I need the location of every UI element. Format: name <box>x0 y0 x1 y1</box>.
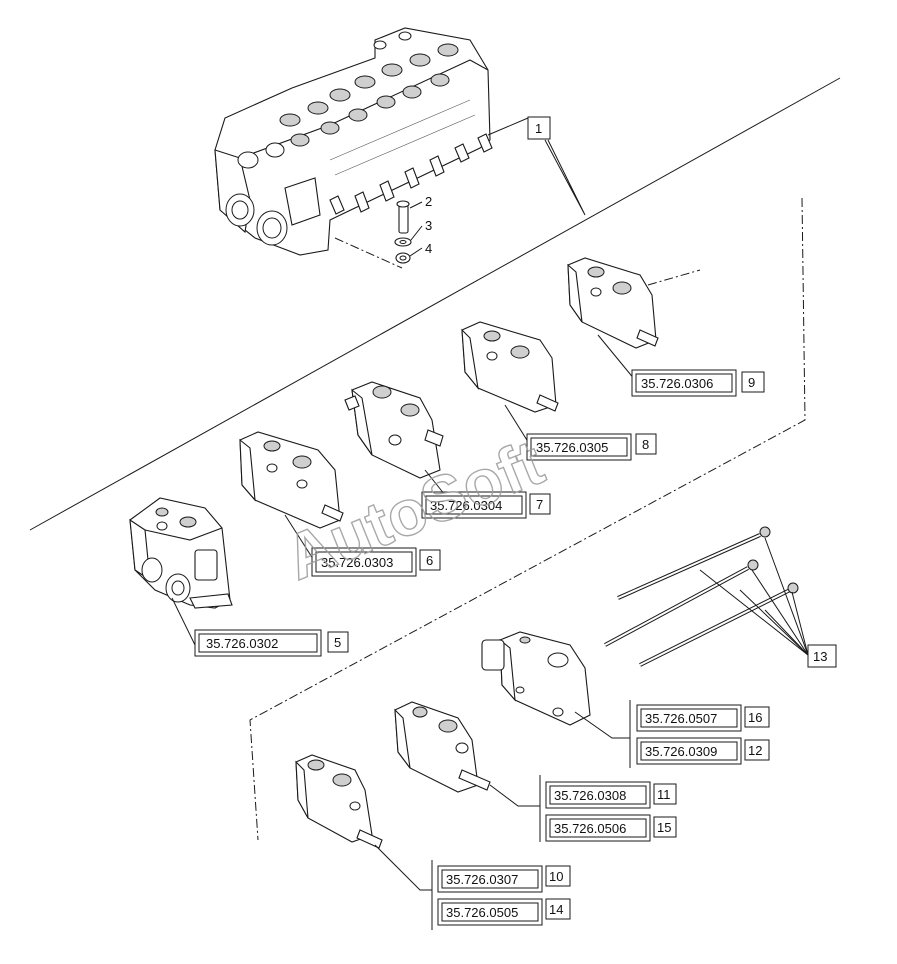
callout-15: 15 <box>657 820 671 835</box>
part-ref-9: 35.726.0306 9 <box>631 369 765 397</box>
callout-12: 12 <box>748 743 762 758</box>
part-number-15: 35.726.0506 <box>554 821 626 836</box>
callout-8: 8 <box>642 437 649 452</box>
section-11-15-drawing <box>394 701 491 793</box>
inlet-section-drawing <box>129 497 233 609</box>
leader-1-group <box>544 139 586 216</box>
part-ref-15: 35.726.0506 15 <box>545 814 677 842</box>
part-ref-7: 35.726.0304 7 <box>421 491 551 519</box>
part-number-7: 35.726.0304 <box>430 498 502 513</box>
callout-9: 9 <box>748 375 755 390</box>
bolt-washer-nut-drawing <box>394 200 412 264</box>
callout-5: 5 <box>334 635 341 650</box>
part-number-12: 35.726.0309 <box>645 744 717 759</box>
callout-13: 13 <box>813 649 827 664</box>
section-6-drawing <box>239 431 344 529</box>
callout-14: 14 <box>549 902 563 917</box>
dashdot-frame-right <box>249 197 806 841</box>
section-7-drawing <box>344 381 444 479</box>
part-ref-16: 35.726.0507 16 <box>636 704 770 732</box>
diagonal-divider-line <box>29 77 841 531</box>
part-number-11: 35.726.0308 <box>554 788 626 803</box>
callout-4: 4 <box>425 241 432 256</box>
part-ref-14: 35.726.0505 14 <box>437 898 571 926</box>
callout-6: 6 <box>426 553 433 568</box>
callout-1-box <box>527 116 551 140</box>
leader-2 <box>409 201 423 209</box>
tie-rods-drawing <box>604 526 799 667</box>
solenoid-section-drawing <box>481 631 591 726</box>
part-number-5: 35.726.0302 <box>206 636 278 651</box>
leader-5 <box>171 597 196 646</box>
callout-16: 16 <box>748 710 762 725</box>
part-number-10: 35.726.0307 <box>446 872 518 887</box>
part-ref-8: 35.726.0305 8 <box>526 433 657 461</box>
callout-13-box: 13 <box>807 644 837 668</box>
leader-11-15 <box>489 784 540 807</box>
part-ref-10: 35.726.0307 10 <box>437 865 571 893</box>
part-number-14: 35.726.0505 <box>446 905 518 920</box>
section-9-drawing <box>567 257 659 349</box>
leader-13-b <box>739 569 809 656</box>
part-ref-12: 35.726.0309 12 <box>636 737 770 765</box>
leader-8 <box>504 404 531 446</box>
dashdot-slice-9-axis <box>647 269 701 286</box>
part-number-16: 35.726.0507 <box>645 711 717 726</box>
dashdot-bolt-axis <box>334 237 403 269</box>
part-ref-5: 35.726.0302 5 <box>194 629 349 657</box>
part-ref-6: 35.726.0303 6 <box>311 547 441 577</box>
leader-6 <box>284 514 316 563</box>
callout-1: 1 <box>535 121 542 136</box>
section-10-14-drawing <box>295 754 383 849</box>
callout-10: 10 <box>549 869 563 884</box>
part-number-6: 35.726.0303 <box>321 555 393 570</box>
part-number-9: 35.726.0306 <box>641 376 713 391</box>
part-number-8: 35.726.0305 <box>536 440 608 455</box>
leader-4 <box>409 247 423 257</box>
section-8-drawing <box>461 321 559 413</box>
callout-7: 7 <box>536 497 543 512</box>
callout-11: 11 <box>657 787 671 802</box>
main-valve-assembly-drawing <box>214 27 493 256</box>
callout-2: 2 <box>425 194 432 209</box>
leader-7 <box>424 469 446 496</box>
leader-9 <box>597 334 636 381</box>
leader-12-16 <box>574 711 630 739</box>
part-ref-11: 35.726.0308 11 <box>545 781 677 809</box>
leader-1 <box>487 117 529 136</box>
callout-3: 3 <box>425 218 432 233</box>
leader-10-14 <box>374 844 432 891</box>
leader-3 <box>410 225 423 241</box>
